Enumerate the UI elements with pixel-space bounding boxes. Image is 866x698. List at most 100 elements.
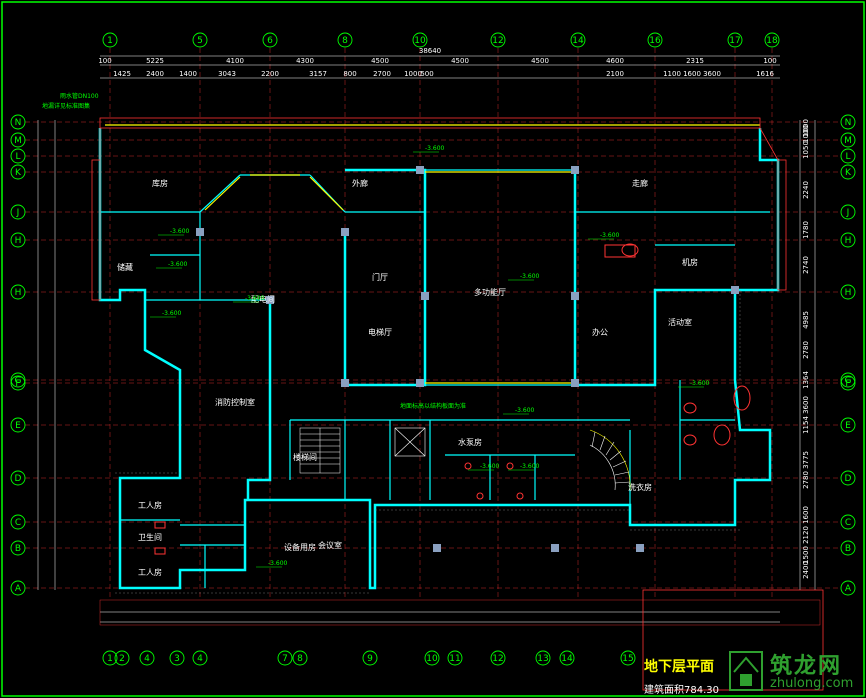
svg-text:17: 17 [729, 36, 740, 46]
room-label: 配电间 [251, 294, 275, 304]
note-center: 地面标高以结构板面为准 [400, 402, 466, 410]
axis-right-H: H [840, 284, 856, 300]
dim-top-row2: 2400 [146, 70, 164, 78]
svg-text:4: 4 [144, 654, 150, 664]
dim-top-row1: 4600 [606, 57, 624, 65]
room-label: 工人房 [138, 567, 162, 577]
room-label: 机房 [682, 257, 698, 267]
spiral-stair [589, 429, 631, 491]
axis-bottom-2: 2 [114, 650, 130, 666]
level-mark: -3.600 [468, 463, 500, 471]
axis-top-16: 16 [647, 32, 663, 48]
column [731, 286, 739, 294]
svg-text:G: G [15, 376, 22, 386]
axis-left-K: K [10, 164, 26, 180]
svg-text:14: 14 [572, 36, 584, 46]
building-area: 建筑面积784.30 [644, 685, 719, 696]
axis-top-1: 1 [102, 32, 118, 48]
column [421, 292, 429, 300]
svg-text:-3.600: -3.600 [162, 310, 182, 317]
column [196, 228, 204, 236]
dim-right: 1050 [802, 141, 810, 159]
svg-text:-3.600: -3.600 [515, 407, 535, 414]
dim-top-row2: 2200 [261, 70, 279, 78]
svg-text:6: 6 [267, 36, 273, 46]
axis-bottom-1: 1 [102, 650, 118, 666]
axis-right-F: F [840, 375, 856, 391]
dim-top-row1: 4500 [371, 57, 389, 65]
svg-text:K: K [15, 168, 22, 178]
dim-top-row2: 2700 [373, 70, 391, 78]
axis-left-E: E [10, 417, 26, 433]
svg-text:B: B [845, 544, 851, 554]
level-marks: -3.600 -3.600 -3.600 -3.600 -3.600 -3.600 -3.6… [150, 145, 710, 568]
room-label: 卫生间 [138, 532, 162, 542]
room-label: 洗衣房 [628, 482, 652, 492]
axis-bottom-4: 4 [192, 650, 208, 666]
room-label: 库房 [152, 178, 168, 188]
axis-right-H: H [840, 232, 856, 248]
svg-text:N: N [845, 118, 852, 128]
room-label: 楼梯间 [293, 452, 317, 462]
axis-left-L: L [10, 148, 26, 164]
dim-right: 1500 [802, 546, 810, 564]
room-label: 办公 [592, 327, 608, 337]
svg-text:C: C [15, 518, 21, 528]
axis-right-N: N [840, 114, 856, 130]
svg-text:12: 12 [492, 36, 503, 46]
svg-text:C: C [845, 518, 851, 528]
svg-text:8: 8 [342, 36, 348, 46]
dim-right: 2740 [802, 256, 810, 274]
axis-grid [25, 48, 840, 600]
dim-right: 1154 [802, 416, 810, 434]
svg-text:15: 15 [622, 654, 633, 664]
column [433, 544, 441, 552]
axis-left-M: M [10, 132, 26, 148]
level-mark: -3.600 [503, 407, 535, 415]
column [571, 292, 579, 300]
svg-text:-3.600: -3.600 [690, 380, 710, 387]
level-mark: -3.600 [233, 295, 265, 303]
room-label: 电梯厅 [368, 327, 392, 337]
axis-right-M: M [840, 132, 856, 148]
axis-bottom-13: 13 [535, 650, 551, 666]
column [571, 166, 579, 174]
svg-text:H: H [15, 288, 22, 298]
axis-left-D: D [10, 470, 26, 486]
room-label: 会议室 [318, 540, 342, 550]
axis-bottom-10: 10 [424, 650, 440, 666]
svg-text:L: L [15, 152, 20, 162]
level-mark: -3.600 [678, 380, 710, 388]
elevator-shaft [394, 427, 426, 457]
room-label: 门厅 [372, 272, 388, 282]
dim-right: 1780 [802, 221, 810, 239]
room-label: 多功能厅 [474, 287, 506, 297]
svg-text:-3.600: -3.600 [520, 463, 540, 470]
level-mark: -3.600 [508, 273, 540, 281]
dim-right: 2120 [802, 526, 810, 544]
dim-right: 3775 [802, 451, 810, 469]
area-frame [99, 599, 821, 626]
dim-top-row2: 800 [343, 70, 356, 78]
dim-right: 2400 [802, 561, 810, 579]
column [416, 166, 424, 174]
svg-text:B: B [15, 544, 21, 554]
svg-text:1: 1 [107, 654, 113, 664]
column [341, 379, 349, 387]
axis-right-J: J [840, 204, 856, 220]
dim-top-row2: 1400 [179, 70, 197, 78]
axis-left-H: H [10, 232, 26, 248]
axis-left-B: B [10, 540, 26, 556]
dim-top-row2: 3043 [218, 70, 236, 78]
svg-text:7: 7 [282, 654, 288, 664]
dim-right: 3600 [802, 396, 810, 414]
axis-right-L: L [840, 148, 856, 164]
svg-text:-3.600: -3.600 [520, 273, 540, 280]
dim-top-row1: 4300 [296, 57, 314, 65]
level-mark: -3.600 [150, 310, 182, 318]
room-labels: 库房外廊走廊储藏门厅电梯厅消防控制室配电间水泵房楼梯间工人房工人房卫生间设备用房… [117, 178, 698, 577]
level-mark: -3.600 [413, 145, 445, 153]
svg-text:M: M [844, 136, 852, 146]
